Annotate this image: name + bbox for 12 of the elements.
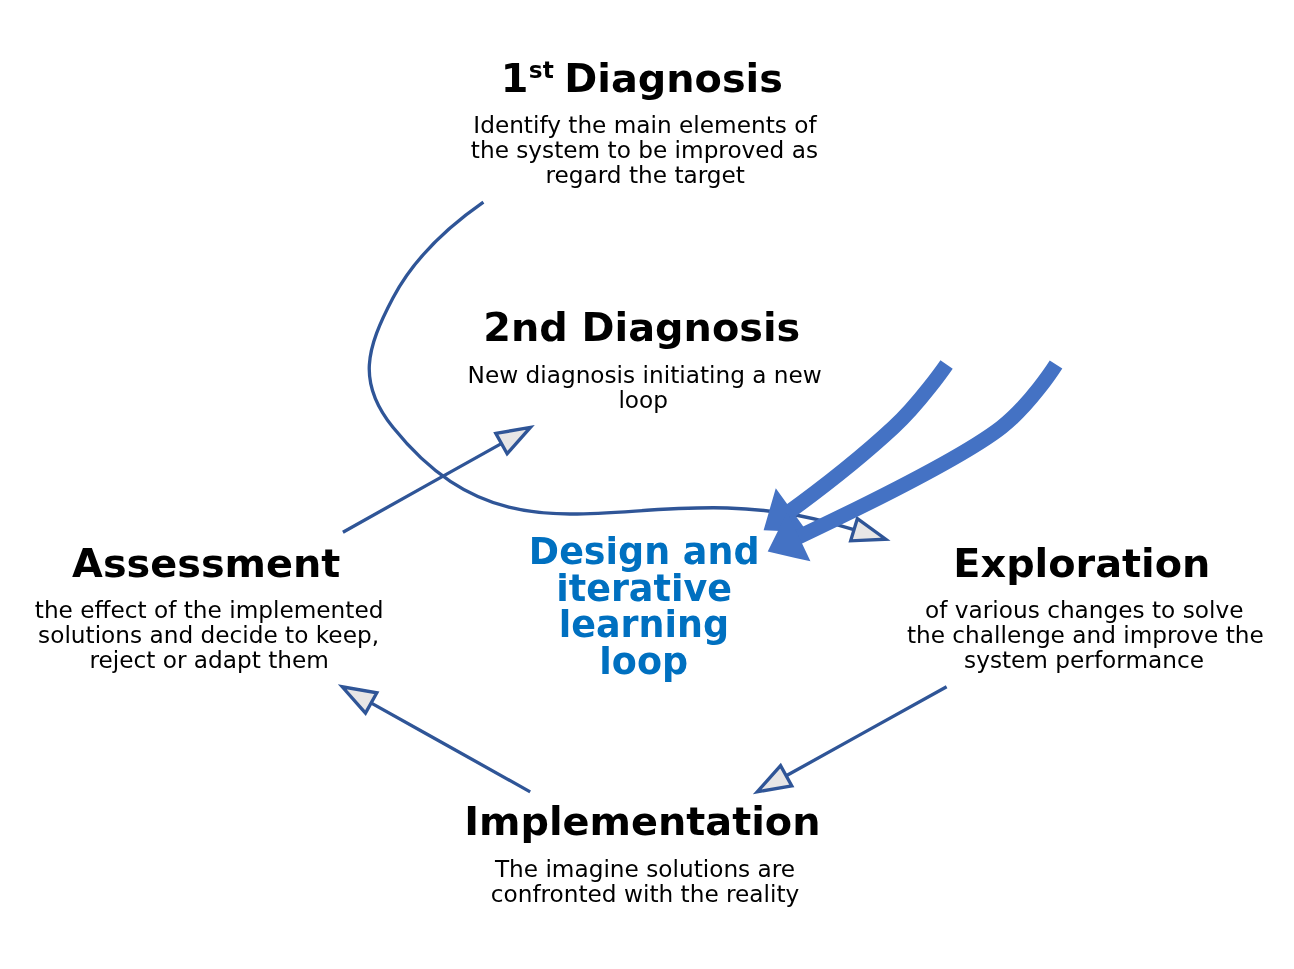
arrow (752, 685, 948, 795)
node-text: Assessment the effect of the implemented solutions and decide to keep, reject or adapt them (34, 539, 384, 674)
node-text: Design and iterative learning loop (528, 530, 760, 683)
arrow (763, 360, 1063, 562)
arrow (342, 424, 535, 534)
arrow (337, 684, 531, 794)
node-text: 2nd Diagnosis New diagnosis initiating a new loop (467, 304, 822, 413)
arrow (367, 200, 891, 543)
node-text: Implementation The imagine solutions are confronted with the reality (464, 798, 821, 907)
node-text: Exploration of various changes to solve the challenge and improve the system performance (906, 539, 1264, 674)
arrow (763, 360, 953, 562)
node-text: 1$^{st}$ Diagnosis Identify the main elements of the system to be improved as regard the target (470, 54, 819, 189)
